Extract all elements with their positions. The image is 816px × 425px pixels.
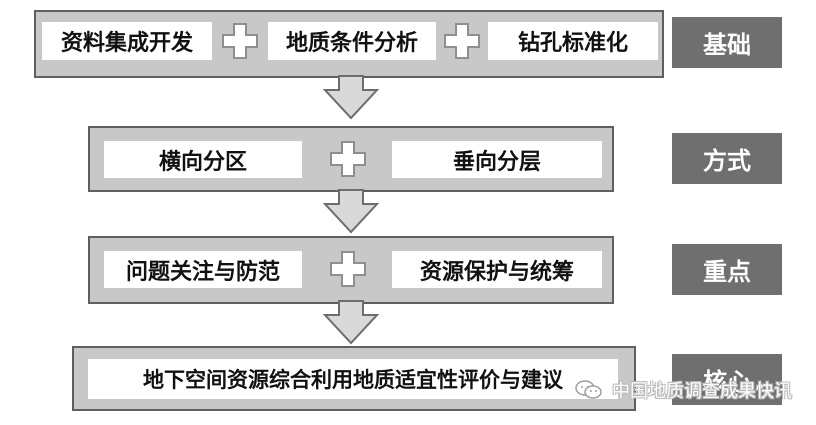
row-4-item-1: 地下空间资源综合利用地质适宜性评价与建议 bbox=[88, 359, 618, 399]
watermark-text: 中国地质调查成果快讯 bbox=[612, 381, 792, 402]
down-arrow-icon bbox=[322, 189, 380, 234]
down-arrow-icon bbox=[322, 75, 380, 120]
plus-icon bbox=[444, 23, 480, 59]
row-2-item-1: 横向分区 bbox=[104, 141, 302, 178]
row-1-tag: 基础 bbox=[672, 17, 782, 68]
row-2-item-2: 垂向分层 bbox=[392, 141, 602, 178]
row-1-item-1: 资料集成开发 bbox=[42, 22, 212, 60]
row-3-item-1: 问题关注与防范 bbox=[104, 251, 302, 288]
row-2-tag: 方式 bbox=[672, 133, 782, 184]
row-1-item-2: 地质条件分析 bbox=[268, 22, 436, 60]
plus-icon bbox=[222, 23, 258, 59]
row-4-tag: 核心 bbox=[672, 354, 782, 405]
row-1-item-3: 钻孔标准化 bbox=[488, 22, 658, 60]
down-arrow-icon bbox=[322, 300, 380, 345]
wechat-icon bbox=[575, 380, 602, 399]
row-3-tag: 重点 bbox=[672, 244, 782, 295]
row-3-item-2: 资源保护与统筹 bbox=[392, 251, 602, 288]
watermark: 中国地质调查成果快讯 bbox=[574, 377, 792, 403]
plus-icon bbox=[330, 251, 366, 287]
plus-icon bbox=[330, 141, 366, 177]
